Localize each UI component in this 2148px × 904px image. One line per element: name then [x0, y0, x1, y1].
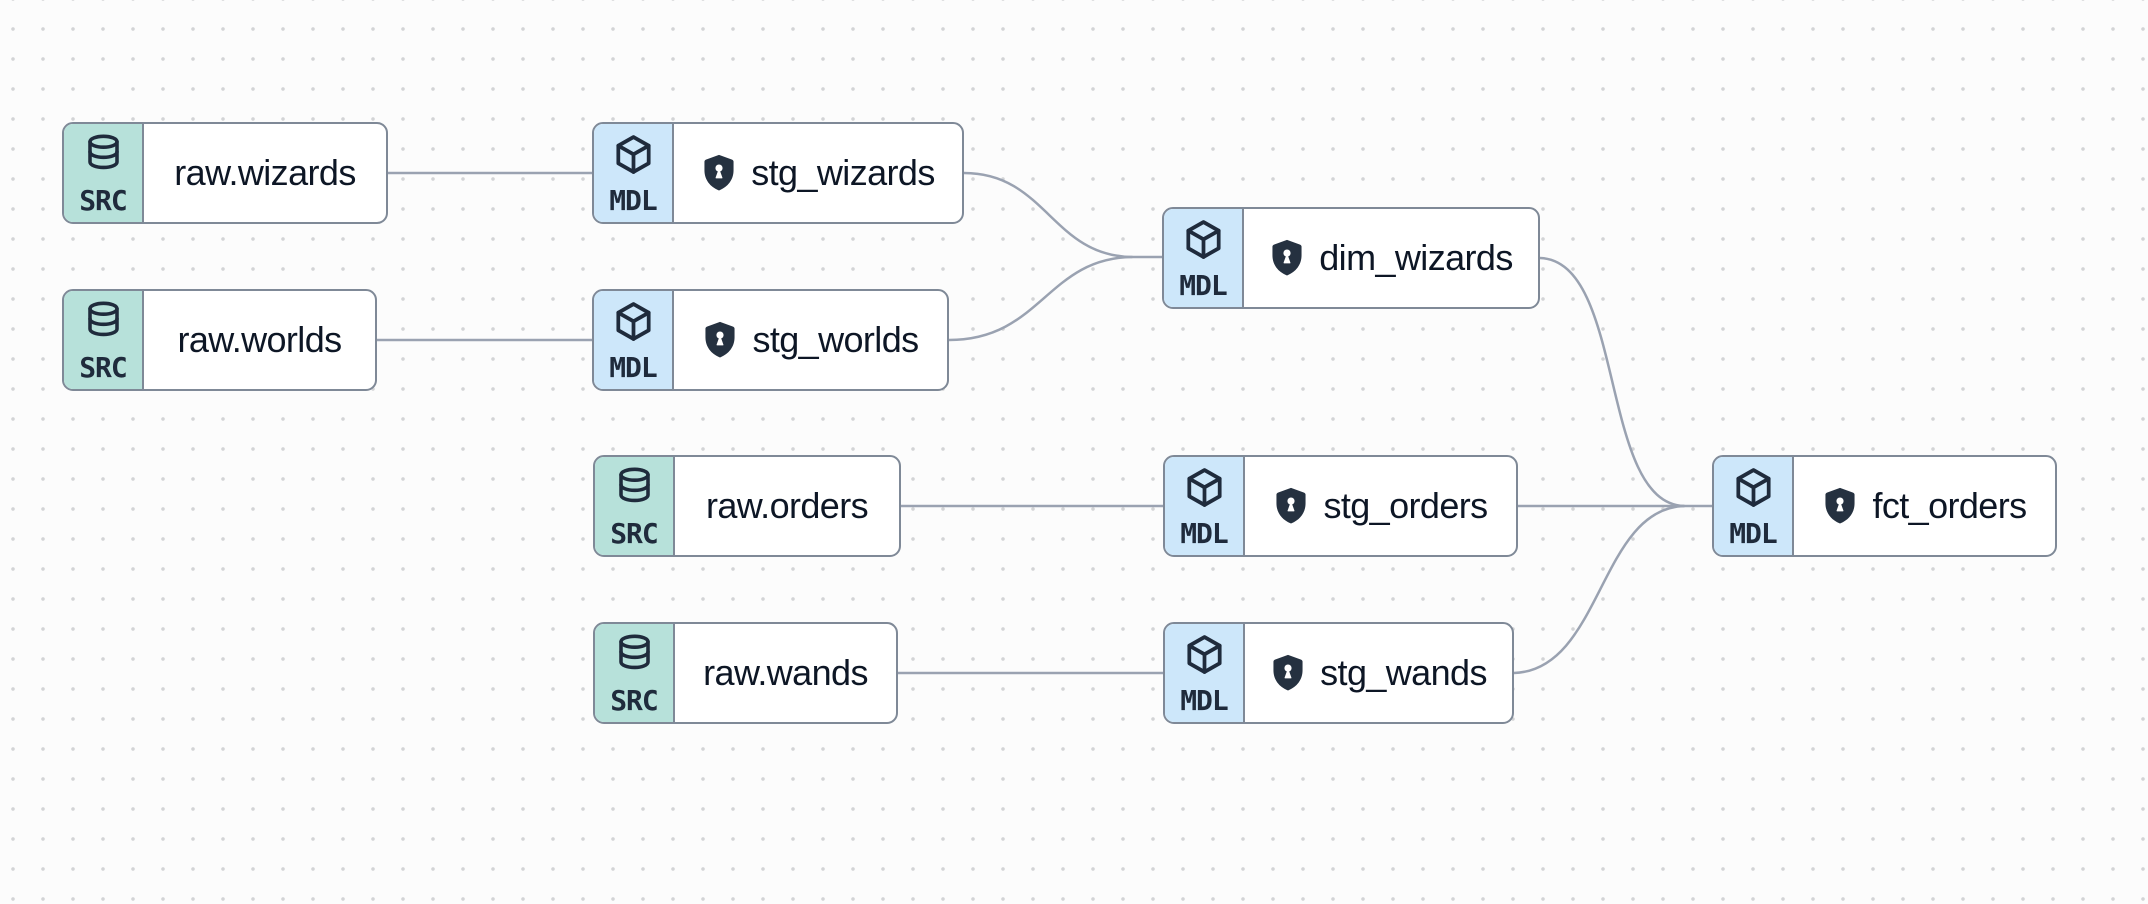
node-type-badge: MDL [1165, 457, 1245, 555]
node-body: raw.worlds [144, 291, 375, 389]
node-type-label: SRC [610, 517, 659, 550]
cube-icon [611, 132, 656, 177]
edge-stg_wizards-dim_wizards [962, 171, 1164, 259]
node-fct-orders[interactable]: MDL fct_orders [1712, 455, 2057, 557]
node-name-label: stg_wizards [751, 152, 935, 193]
node-name-label: raw.orders [705, 485, 869, 526]
node-type-label: MDL [609, 184, 658, 217]
cube-icon [1182, 632, 1227, 677]
node-type-label: SRC [79, 351, 128, 384]
node-raw-wizards[interactable]: SRC raw.wizards [62, 122, 388, 224]
node-stg-orders[interactable]: MDL stg_orders [1163, 455, 1518, 557]
node-type-badge: MDL [1164, 209, 1244, 307]
node-body: stg_wizards [674, 124, 962, 222]
database-icon [81, 132, 126, 177]
node-raw-orders[interactable]: SRC raw.orders [593, 455, 901, 557]
node-name-label: stg_orders [1323, 485, 1488, 526]
node-raw-wands[interactable]: SRC raw.wands [593, 622, 898, 724]
node-type-label: MDL [1179, 269, 1228, 302]
node-stg-worlds[interactable]: MDL stg_worlds [592, 289, 949, 391]
node-name-label: raw.worlds [177, 319, 342, 360]
node-name-label: dim_wizards [1319, 237, 1513, 278]
shield-lock-icon [1269, 238, 1305, 278]
cube-icon [1182, 465, 1227, 510]
node-type-badge: SRC [64, 291, 144, 389]
edge-dim_wizards-fct_orders [1538, 256, 1686, 508]
database-icon [612, 465, 657, 510]
node-type-label: MDL [1180, 684, 1229, 717]
shield-lock-icon [1273, 486, 1309, 526]
node-body: stg_orders [1245, 457, 1516, 555]
node-type-label: MDL [609, 351, 658, 384]
node-raw-worlds[interactable]: SRC raw.worlds [62, 289, 377, 391]
node-name-label: stg_worlds [752, 319, 919, 360]
node-stg-wands[interactable]: MDL stg_wands [1163, 622, 1514, 724]
node-name-label: fct_orders [1872, 485, 2027, 526]
node-type-badge: SRC [595, 457, 675, 555]
node-type-label: SRC [610, 684, 659, 717]
node-type-badge: SRC [595, 624, 675, 722]
node-dim-wizards[interactable]: MDL dim_wizards [1162, 207, 1540, 309]
node-name-label: raw.wands [703, 652, 868, 693]
node-type-label: MDL [1729, 517, 1778, 550]
node-type-label: SRC [79, 184, 128, 217]
node-stg-wizards[interactable]: MDL stg_wizards [592, 122, 964, 224]
node-body: stg_wands [1245, 624, 1512, 722]
cube-icon [611, 299, 656, 344]
node-name-label: raw.wizards [174, 152, 356, 193]
cube-icon [1731, 465, 1776, 510]
node-body: stg_worlds [674, 291, 947, 389]
node-type-badge: SRC [64, 124, 144, 222]
node-body: raw.wands [675, 624, 896, 722]
node-body: dim_wizards [1244, 209, 1538, 307]
node-body: raw.orders [675, 457, 899, 555]
shield-lock-icon [1270, 653, 1306, 693]
shield-lock-icon [701, 153, 737, 193]
node-type-label: MDL [1180, 517, 1229, 550]
edge-stg_wands-fct_orders [1512, 504, 1714, 675]
node-body: raw.wizards [144, 124, 386, 222]
shield-lock-icon [702, 320, 738, 360]
database-icon [81, 299, 126, 344]
node-type-badge: MDL [1165, 624, 1245, 722]
node-type-badge: MDL [1714, 457, 1794, 555]
cube-icon [1181, 217, 1226, 262]
node-body: fct_orders [1794, 457, 2055, 555]
database-icon [612, 632, 657, 677]
shield-lock-icon [1822, 486, 1858, 526]
node-type-badge: MDL [594, 291, 674, 389]
edge-stg_worlds-dim_wizards [947, 255, 1134, 342]
node-type-badge: MDL [594, 124, 674, 222]
node-name-label: stg_wands [1320, 652, 1487, 693]
